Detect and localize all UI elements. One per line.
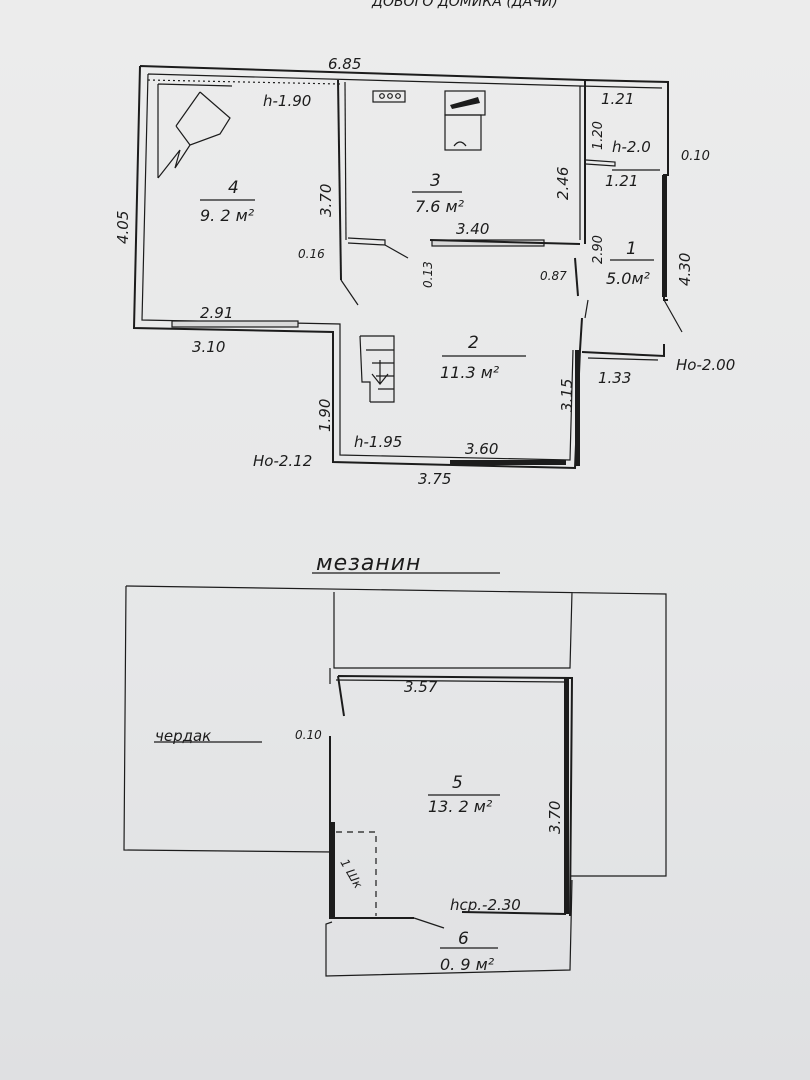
dim-wall-3-70: 3.70 — [317, 184, 335, 217]
dim-mz-left-0-10: 0.10 — [295, 728, 322, 742]
dim-h-1-95: h-1.95 — [354, 433, 402, 451]
bed-icon — [157, 83, 233, 179]
mezzanine-outline — [123, 585, 667, 877]
floor1-plan: 6.85 h-1.90 4.05 3.70 0.16 0.13 2.46 1.2… — [114, 55, 735, 488]
dim-top-overall: 6.85 — [328, 55, 361, 73]
dim-inner-3-60: 3.60 — [465, 440, 498, 458]
dim-v-1-20: 1.20 — [591, 121, 606, 150]
svg-text:7.6 м²: 7.6 м² — [415, 197, 465, 216]
closet-label: 1 Шк — [337, 857, 365, 892]
dim-h-room4: h-1.90 — [263, 92, 311, 110]
svg-text:6: 6 — [458, 929, 469, 949]
dim-ho-right: Нo-2.00 — [676, 356, 735, 374]
sink-icon — [444, 90, 486, 151]
mezzanine-title: мезанин — [316, 551, 421, 576]
dim-wall-0-16: 0.16 — [298, 247, 325, 261]
dim-right-0-10: 0.10 — [681, 149, 710, 164]
dim-ho-left: Нo-2.12 — [253, 452, 312, 470]
dim-wall-2-46: 2.46 — [554, 167, 572, 200]
dim-mid-3-40: 3.40 — [456, 220, 489, 238]
outer-wall — [132, 65, 669, 470]
interior-wall-4-3 — [337, 79, 342, 281]
mezzanine-plan: мезанин чердак 3.57 0.10 3.70 hср.-2.30 … — [123, 551, 667, 977]
svg-text:11.3 м²: 11.3 м² — [440, 363, 500, 382]
room-6-label: 6 0. 9 м² — [440, 929, 498, 974]
svg-text:5: 5 — [452, 773, 463, 793]
svg-text:0. 9 м²: 0. 9 м² — [440, 955, 495, 974]
dim-mid-1-21: 1.21 — [605, 172, 638, 190]
dim-bottom-3-75: 3.75 — [418, 470, 451, 488]
svg-text:4: 4 — [228, 178, 239, 198]
dim-v-1-90: 1.90 — [316, 399, 334, 432]
svg-text:3: 3 — [430, 171, 441, 191]
svg-text:2: 2 — [468, 333, 479, 353]
attic-label: чердак — [155, 727, 211, 745]
dim-wall-0-13: 0.13 — [421, 261, 435, 288]
room-3-label: 3 7.6 м² — [412, 171, 465, 216]
dim-right-4-30: 4.30 — [676, 253, 694, 286]
room-4-label: 4 9. 2 м² — [200, 178, 255, 225]
room-1-label: 1 5.0м² — [606, 239, 654, 288]
svg-text:1: 1 — [626, 239, 637, 259]
dim-left-height: 4.05 — [114, 211, 132, 244]
svg-text:9. 2 м²: 9. 2 м² — [200, 206, 255, 225]
dim-bottom-2-91: 2.91 — [200, 304, 233, 322]
stairs-icon — [359, 335, 395, 403]
dim-top-right-1-21: 1.21 — [601, 90, 634, 108]
dim-mz-top-3-57: 3.57 — [404, 678, 438, 696]
outer-wall-inner — [141, 73, 663, 461]
room-5-label: 5 13. 2 м² — [428, 773, 500, 816]
dim-v-3-15: 3.15 — [558, 379, 576, 412]
dim-mz-right-3-70: 3.70 — [546, 801, 564, 834]
svg-text:5.0м²: 5.0м² — [606, 269, 651, 288]
stove-icon — [372, 90, 406, 103]
dim-bottom-3-10: 3.10 — [192, 338, 225, 356]
dim-mz-hsp: hср.-2.30 — [450, 896, 521, 914]
svg-text:13. 2 м²: 13. 2 м² — [428, 797, 493, 816]
dim-v-2-90: 2.90 — [591, 235, 606, 264]
room-2-label: 2 11.3 м² — [440, 333, 526, 382]
dim-v-0-87: 0.87 — [540, 269, 567, 283]
dim-right-1-33: 1.33 — [598, 369, 631, 387]
dim-h-2-0: h-2.0 — [612, 138, 651, 156]
header-title: ДОВОГО ДОМИКА (ДАЧИ) — [371, 0, 558, 10]
